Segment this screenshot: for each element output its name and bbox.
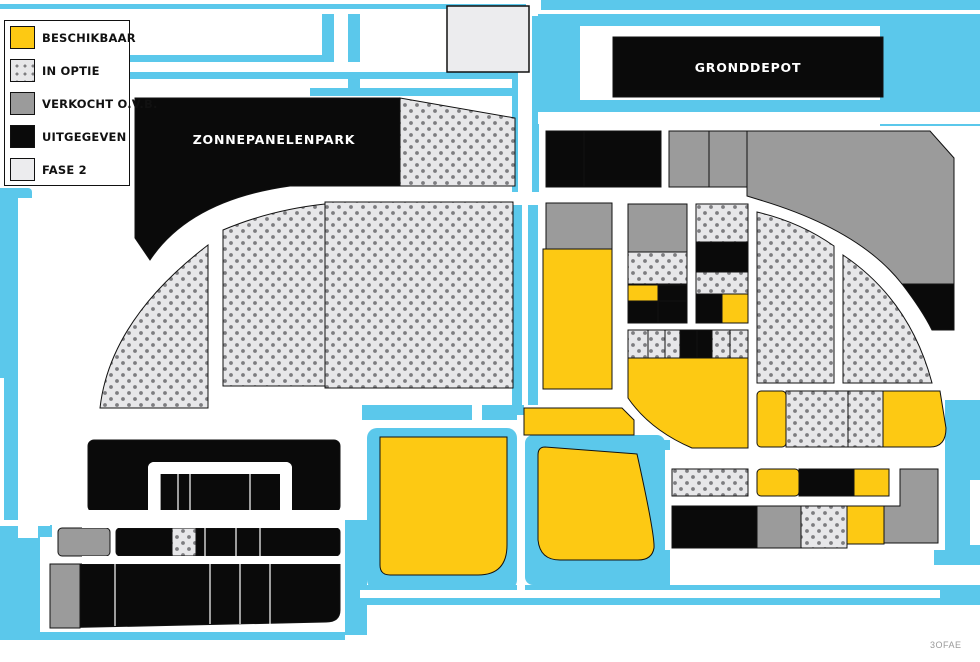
swatch-verkocht xyxy=(10,92,35,115)
legend-item-verkocht: VERKOCHT O.V.B. xyxy=(5,87,157,120)
lot-optie xyxy=(695,271,749,295)
lot-optie xyxy=(800,505,848,549)
lot-beschikbaar xyxy=(721,293,749,324)
lot-uitgegeven xyxy=(87,439,341,513)
lot-verkocht xyxy=(57,527,111,557)
lot-uitgegeven xyxy=(695,241,749,273)
lot-beschikbaar xyxy=(882,390,947,448)
legend-label: VERKOCHT O.V.B. xyxy=(42,96,158,111)
lot-optie xyxy=(847,390,884,448)
lot-verkocht xyxy=(756,505,802,549)
lot-uitgegeven xyxy=(798,468,855,497)
lot-beschikbaar xyxy=(627,284,659,302)
legend-label: FASE 2 xyxy=(42,162,87,177)
lot-beschikbaar xyxy=(537,446,655,561)
lot-optie xyxy=(627,329,649,359)
lot-beschikbaar xyxy=(756,468,800,497)
lot-optie xyxy=(171,527,197,557)
lot-optie xyxy=(324,201,514,389)
lot-verkocht xyxy=(668,130,710,188)
lot-beschikbaar xyxy=(756,390,787,448)
legend-item-in-optie: IN OPTIE xyxy=(5,54,129,87)
swatch-fase2 xyxy=(10,158,35,181)
legend-item-uitgegeven: UITGEGEVEN xyxy=(5,120,129,153)
swatch-uitgegeven xyxy=(10,125,35,148)
lot-beschikbaar xyxy=(846,505,885,545)
lot-optie xyxy=(671,468,749,497)
lot-uitgegeven xyxy=(627,300,659,324)
lot-optie xyxy=(399,97,516,187)
lot-fase2 xyxy=(446,5,530,73)
lot-optie xyxy=(695,203,749,243)
lot-beschikbaar xyxy=(542,248,613,390)
lot-verkocht xyxy=(627,203,688,253)
lot-zonnepanelenpark xyxy=(134,97,401,261)
lot-uitgegeven xyxy=(695,293,723,324)
lot-optie xyxy=(647,329,666,359)
lot-uitgegeven xyxy=(657,284,688,302)
lot-verkocht xyxy=(708,130,748,188)
lot-beschikbaar xyxy=(627,357,749,449)
legend-label: IN OPTIE xyxy=(42,63,100,78)
lot-optie xyxy=(664,329,681,359)
lot-optie xyxy=(842,254,933,384)
swatch-in-optie xyxy=(10,59,35,82)
credit-mark: 3OFAE xyxy=(930,640,962,650)
lot-uitgegeven xyxy=(679,329,698,359)
legend-label: BESCHIKBAAR xyxy=(42,30,136,45)
lot-optie xyxy=(729,329,749,359)
lot-uitgegeven xyxy=(657,300,688,324)
lot-optie xyxy=(99,243,209,409)
label-gronddepot: GRONDDEPOT xyxy=(695,60,802,75)
legend-label: UITGEGEVEN xyxy=(42,129,127,144)
lot-beschikbaar xyxy=(379,436,508,576)
lot-verkocht xyxy=(545,202,613,250)
lot-uitgegeven xyxy=(900,283,955,331)
label-zonnepanelenpark: ZONNEPANELENPARK xyxy=(193,132,356,147)
lot-gronddepot xyxy=(612,36,884,98)
lot-optie xyxy=(627,251,688,285)
lot-uitgegeven xyxy=(696,329,713,359)
lot-uitgegeven xyxy=(583,130,662,188)
lot-uitgegeven xyxy=(115,527,341,557)
lot-beschikbaar xyxy=(853,468,890,497)
lot-uitgegeven xyxy=(545,130,585,188)
lot-optie xyxy=(756,211,835,384)
legend-item-fase2: FASE 2 xyxy=(5,153,129,186)
legend: BESCHIKBAAR IN OPTIE VERKOCHT O.V.B. UIT… xyxy=(4,20,157,186)
lot-optie xyxy=(785,390,849,448)
lot-optie xyxy=(222,203,326,387)
lot-verkocht xyxy=(49,563,81,629)
lot-beschikbaar xyxy=(523,407,635,436)
lot-optie xyxy=(711,329,731,359)
legend-item-beschikbaar: BESCHIKBAAR xyxy=(5,21,136,54)
lot-uitgegeven xyxy=(671,505,758,549)
lot-uitgegeven xyxy=(49,563,341,629)
swatch-beschikbaar xyxy=(10,26,35,49)
